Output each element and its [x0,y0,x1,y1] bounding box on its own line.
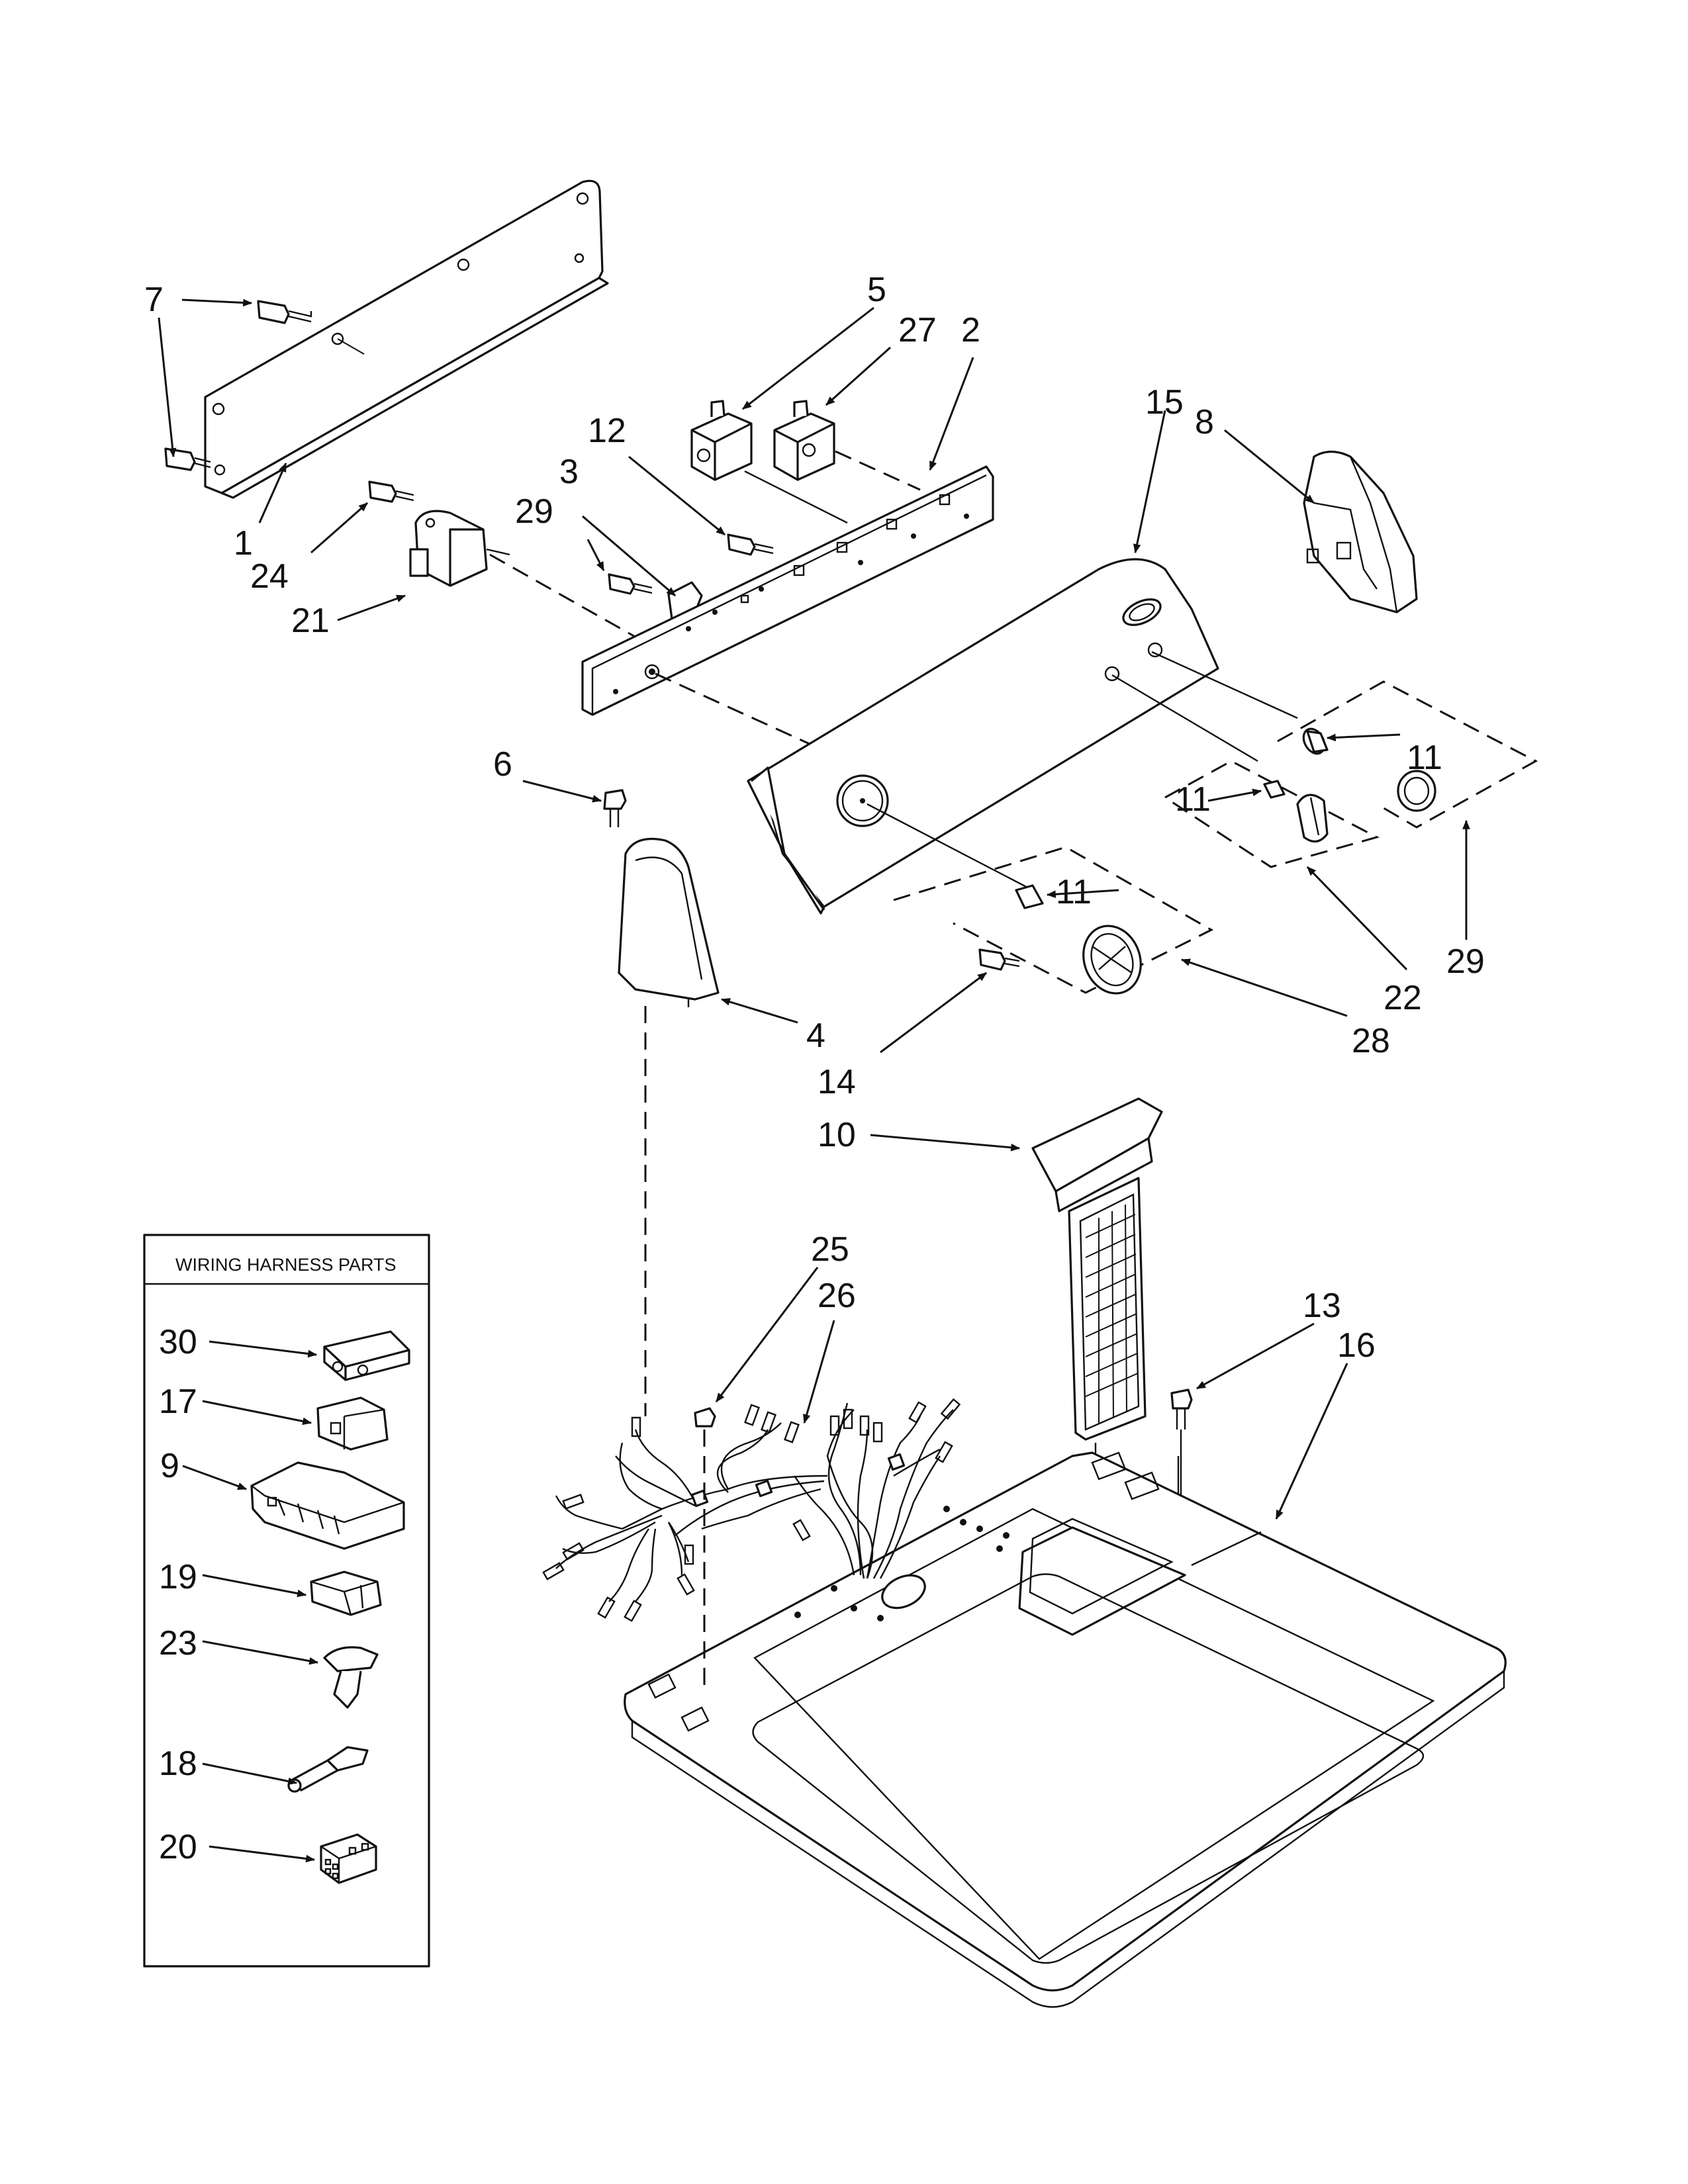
knob-28 [1082,925,1142,995]
console-knob-line-a [1151,651,1298,719]
timer-21 [409,510,510,587]
callout-2: 2 [961,311,980,349]
callout-8: 8 [1195,403,1214,441]
wiring-harness-box: WIRING HARNESS PARTS [143,1234,430,1968]
callout-11a: 11 [1407,739,1442,777]
callout-labels: 7 1 24 21 29 3 12 5 27 2 15 8 6 11 11 11… [144,271,1485,1866]
control-bracket-2 [581,465,994,716]
callout-27: 27 [898,311,937,349]
callout-29b: 29 [1446,942,1485,981]
callout-29a: 29 [515,492,553,531]
callout-6: 6 [493,745,512,784]
console-panel-15 [747,558,1219,915]
callout-21: 21 [291,602,330,640]
callout-26: 26 [818,1277,856,1315]
callout-25: 25 [811,1230,849,1269]
connector-20 [320,1833,377,1884]
lint-filter-10 [1031,1097,1163,1441]
callout-20: 20 [159,1828,197,1866]
screw-6 [603,789,627,827]
rear-panel-bracket [204,179,609,499]
callout-22: 22 [1383,979,1422,1017]
callout-23: 23 [159,1624,197,1662]
end-cap-8 [1303,450,1418,614]
callout-10: 10 [818,1116,856,1154]
top-panel-16 [624,1451,1507,2008]
switch-5-line [744,470,848,524]
screw-29-left [608,573,653,595]
callout-5: 5 [867,271,886,309]
connector-9 [250,1461,405,1550]
dash-box-28 [893,846,1214,994]
callout-11b: 11 [1175,780,1211,819]
callout-17: 17 [159,1383,197,1421]
callout-18: 18 [159,1745,197,1783]
screw-13 [1170,1388,1193,1430]
screw-12 [727,533,774,556]
callout-12: 12 [588,412,626,450]
wiring-harness-26 [542,1398,961,1622]
switch-5 [690,400,753,481]
timer-shaft-line [489,553,663,653]
callout-28: 28 [1352,1022,1390,1060]
top-panel-door-opening [752,1573,1425,1964]
leader-lines [158,298,1470,1863]
callout-24: 24 [250,557,289,596]
callout-4: 4 [806,1017,825,1055]
callout-15: 15 [1145,383,1184,422]
spacer-11-middle [1263,780,1286,799]
clip-25 [694,1407,716,1428]
dash-box-29 [1277,680,1538,829]
screw-24 [368,480,414,503]
clip-23 [323,1646,379,1709]
harness-box-title: WIRING HARNESS PARTS [175,1255,397,1275]
callout-30: 30 [159,1323,197,1361]
switch-27-line [835,450,921,491]
callout-9: 9 [160,1447,179,1485]
spacer-11-lower [1015,884,1044,909]
screw-14 [978,948,1020,971]
callout-14: 14 [818,1063,856,1101]
connector-19 [310,1570,382,1616]
connector-17 [316,1396,389,1451]
spacer-11-right [1302,727,1329,755]
callout-11c: 11 [1056,873,1092,911]
callout-13: 13 [1303,1287,1341,1325]
switch-27 [773,400,835,481]
end-cap-4 [618,837,720,1007]
connector-30 [323,1330,410,1381]
callout-16: 16 [1337,1326,1376,1365]
callout-7: 7 [144,281,164,319]
dash-box-22 [1163,760,1380,868]
console-knob-line-b [1111,674,1258,762]
callout-3: 3 [559,453,579,491]
screw-7-upper [257,300,312,324]
knob-29 [1397,770,1436,812]
callout-1: 1 [234,524,253,563]
callout-19: 19 [159,1558,197,1596]
knob-22 [1296,794,1329,842]
console-knob-line-c [867,803,1033,891]
